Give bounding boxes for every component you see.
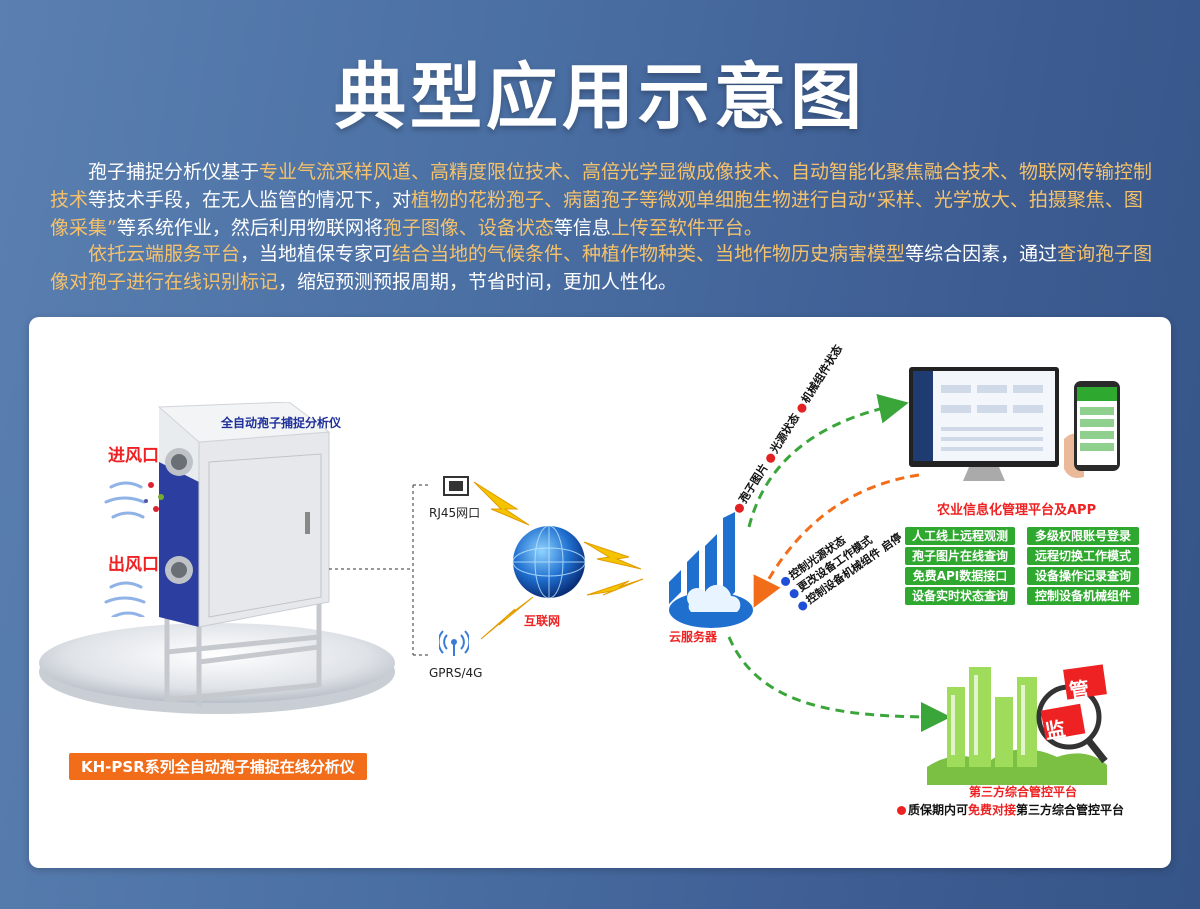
- internet-label: 互联网: [524, 614, 561, 628]
- sign-guan: 管: [1067, 676, 1091, 704]
- internet-globe-icon: [512, 525, 586, 599]
- device-caption: KH-PSR系列全自动孢子捕捉在线分析仪: [69, 753, 367, 780]
- platform-feature: 孢子图片在线查询: [905, 547, 1015, 565]
- gprs-antenna-icon: [439, 630, 469, 656]
- bullet-icon: [897, 806, 906, 815]
- platform-features-left: 人工线上远程观测孢子图片在线查询免费API数据接口设备实时状态查询: [905, 527, 1015, 607]
- inlet-label: 进风口: [108, 446, 159, 466]
- third-party-title: 第三方综合管控平台: [969, 785, 1078, 799]
- platform-feature: 多级权限账号登录: [1027, 527, 1139, 545]
- intro-paragraph-1: 孢子捕捉分析仪基于专业气流采样风道、高精度限位技术、高倍光学显微成像技术、自动智…: [50, 158, 1160, 242]
- platform-features-right: 多级权限账号登录远程切换工作模式设备操作记录查询控制设备机械组件: [1027, 527, 1139, 607]
- gprs-label: GPRS/4G: [429, 666, 483, 680]
- mobile-app-icon: [1064, 381, 1120, 478]
- note-post: 第三方综合管控平台: [1016, 803, 1125, 817]
- intro-segment: 孢子图像、设备状态: [382, 217, 554, 239]
- data-flow-arrows: [727, 393, 951, 732]
- intro-segment: ，当地植保专家可: [240, 243, 393, 265]
- intro-segment: 上传至软件平台。: [610, 217, 763, 239]
- rj45-label: RJ45网口: [429, 506, 481, 520]
- intro-segment: 结合当地的气候条件、种植作物种类、当地作物历史病害模型: [392, 243, 906, 265]
- intro-segment: 专业气流采样风道、高精度限位技术、高倍光学显微成像技术、自动智能化聚焦融合技术、…: [50, 161, 1153, 211]
- third-party-note: 质保期内可免费对接第三方综合管控平台: [897, 801, 1124, 818]
- platform-feature: 免费API数据接口: [905, 567, 1015, 585]
- platform-feature: 人工线上远程观测: [905, 527, 1015, 545]
- platform-feature: 控制设备机械组件: [1027, 587, 1139, 605]
- note-highlight: 免费对接: [968, 803, 1017, 817]
- intro-segment: 等技术手段，在无人监管的情况下，对: [88, 189, 412, 211]
- rj45-port-icon: [443, 476, 469, 496]
- device-panel-label: 全自动孢子捕捉分析仪: [221, 416, 342, 430]
- platform-feature: 设备实时状态查询: [905, 587, 1015, 605]
- platform-feature: 远程切换工作模式: [1027, 547, 1139, 565]
- note-pre: 质保期内可: [908, 803, 969, 817]
- third-party-city-icon: [927, 664, 1108, 785]
- cloud-server-icon: [669, 512, 753, 628]
- intro-segment: 依托云端服务平台: [88, 243, 241, 265]
- airflow-graphic: [104, 481, 164, 617]
- platform-title: 农业信息化管理平台及APP: [937, 503, 1097, 518]
- intro-segment: 等系统作业，然后利用物联网将: [116, 217, 383, 239]
- intro-segment: 孢子捕捉分析仪基于: [88, 161, 260, 183]
- monitor-icon: [909, 367, 1059, 481]
- platform-feature: 设备操作记录查询: [1027, 567, 1139, 585]
- intro-paragraph-2: 依托云端服务平台，当地植保专家可结合当地的气候条件、种植作物种类、当地作物历史病…: [50, 240, 1160, 296]
- intro-segment: 等综合因素，通过: [905, 243, 1058, 265]
- intro-segment: 查询孢子图像对孢子进行在线识别标记: [50, 243, 1153, 293]
- cloud-label: 云服务器: [669, 630, 718, 644]
- device-connection-lines: [329, 484, 429, 656]
- page-title: 典型应用示意图: [333, 55, 866, 139]
- intro-segment: 植物的花粉孢子、病菌孢子等微观单细胞生物进行自动“采样、光学放大、拍摄聚焦、图像…: [50, 189, 1143, 239]
- diagram-panel: 全自动孢子捕捉分析仪 进风口 出风口 KH-PSR系列全自动孢子捕捉在线分析仪 …: [29, 317, 1171, 868]
- intro-segment: 等信息: [553, 217, 611, 239]
- outlet-label: 出风口: [108, 555, 159, 575]
- intro-segment: ，缩短预测预报周期，节省时间，更加人性化。: [278, 271, 678, 293]
- spore-analyzer-device: [157, 402, 331, 707]
- wireless-lightning-bolts: [473, 481, 644, 640]
